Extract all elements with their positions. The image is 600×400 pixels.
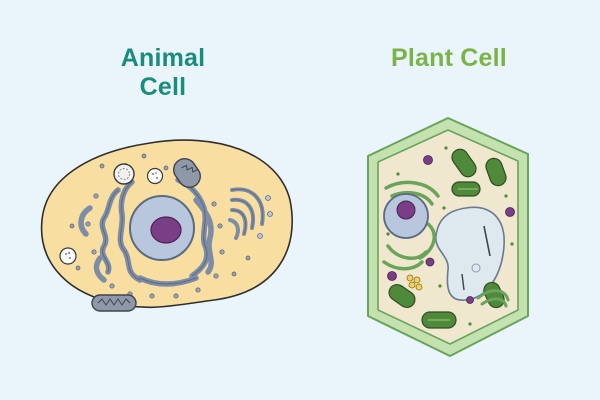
peroxisome (59, 247, 77, 265)
plant-cell (367, 117, 529, 357)
animal-mitochondrion-top (173, 158, 201, 188)
animal-cell (40, 139, 293, 312)
animal-cell-title: Animal Cell (120, 44, 206, 101)
plant-ribosomes (386, 146, 514, 326)
plant-vacuole (435, 206, 505, 301)
plant-nucleolus (396, 200, 416, 220)
plant-cell-title: Plant Cell (391, 44, 507, 72)
starch-granules (406, 274, 423, 291)
animal-nucleolus (150, 216, 182, 244)
lysosome (146, 167, 164, 185)
centriole (113, 163, 135, 185)
plant-golgi (476, 289, 510, 308)
plant-vesicles (387, 155, 515, 304)
animal-ribosomes (69, 153, 251, 299)
animal-mitochondrion-bottom (91, 294, 137, 312)
